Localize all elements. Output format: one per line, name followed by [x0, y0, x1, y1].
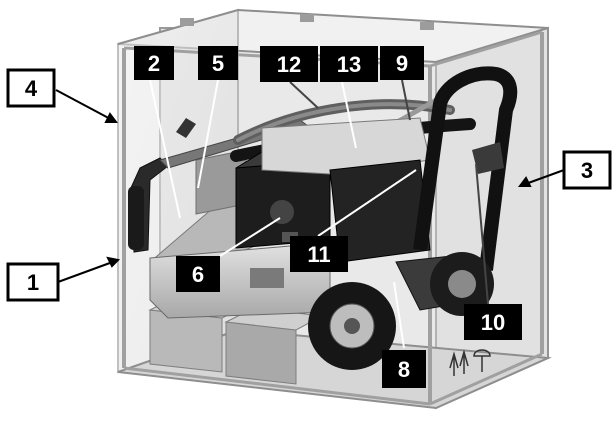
leader-lines	[55, 79, 565, 349]
callout-11: 11	[290, 236, 348, 272]
foam-block	[225, 321, 297, 385]
machine-label-plate	[250, 268, 284, 288]
callout-10-box	[464, 304, 522, 340]
leader-line-5	[197, 79, 219, 189]
callout-4: 4	[6, 68, 56, 108]
callout-1: 1	[6, 262, 60, 302]
callout-2-box	[134, 46, 174, 80]
callout-11-label: 11	[307, 242, 330, 267]
leader-line-2	[149, 79, 181, 219]
pump-fitting	[270, 200, 294, 224]
callout-3-box	[562, 150, 612, 190]
callout-6: 6	[176, 256, 220, 292]
foam-block	[149, 309, 223, 373]
leader-line-9	[401, 79, 411, 121]
leader-line-11	[317, 169, 417, 237]
callout-5: 5	[198, 46, 238, 80]
leader-line-12	[289, 81, 319, 109]
front-wheel	[308, 282, 396, 370]
callout-10-label: 10	[481, 310, 505, 335]
callout-4-box	[6, 68, 56, 108]
callout-2-label: 2	[148, 51, 160, 76]
callout-4-label: 4	[25, 76, 38, 101]
callout-8-label: 8	[398, 357, 410, 382]
callout-10: 10	[464, 304, 522, 340]
handle-clamp	[472, 142, 504, 174]
arrowhead-4	[104, 112, 118, 123]
crate-bottom-strip	[429, 352, 543, 406]
callout-13-box	[320, 46, 378, 82]
callout-6-box	[176, 256, 220, 292]
rear-wheel	[430, 252, 494, 316]
callout-8-box	[382, 350, 426, 388]
callout-12-box	[260, 46, 318, 82]
leader-line-6	[219, 217, 281, 257]
crate-bottom-strip	[123, 366, 431, 406]
crate-top-clip	[300, 14, 314, 22]
arrowhead-1	[106, 256, 121, 268]
crate-top-clip	[420, 22, 434, 30]
callout-8: 8	[382, 350, 426, 388]
pump-unit	[329, 159, 431, 263]
callout-9-box	[380, 46, 424, 80]
crate-top-strip	[429, 30, 543, 68]
callout-6-label: 6	[192, 262, 204, 287]
push-handle	[413, 66, 518, 271]
callout-12: 12	[260, 46, 318, 82]
callout-12-label: 12	[277, 52, 301, 77]
callout-5-box	[198, 46, 238, 80]
leader-line-4	[55, 89, 117, 123]
callout-13-label: 13	[337, 52, 361, 77]
this-side-up-symbol	[449, 349, 469, 376]
callout-13: 13	[320, 46, 378, 82]
spray-gun-grip	[128, 186, 144, 250]
leader-line-13	[341, 81, 357, 149]
leader-line-8	[393, 281, 405, 349]
arrowhead-3	[518, 176, 532, 187]
callout-1-box	[6, 262, 60, 302]
umbrella-symbol	[473, 349, 491, 372]
callout-5-label: 5	[212, 51, 224, 76]
callout-11-box	[290, 236, 348, 272]
callout-3-label: 3	[581, 158, 593, 183]
leader-line-1	[57, 259, 119, 283]
callout-1-label: 1	[27, 270, 39, 295]
callout-3: 3	[562, 150, 612, 190]
leader-line-10	[475, 163, 489, 305]
lance-handle	[176, 118, 196, 138]
callout-9-label: 9	[396, 51, 408, 76]
callout-2: 2	[134, 46, 174, 80]
crate-top-clip	[180, 18, 194, 26]
callout-9: 9	[380, 46, 424, 80]
